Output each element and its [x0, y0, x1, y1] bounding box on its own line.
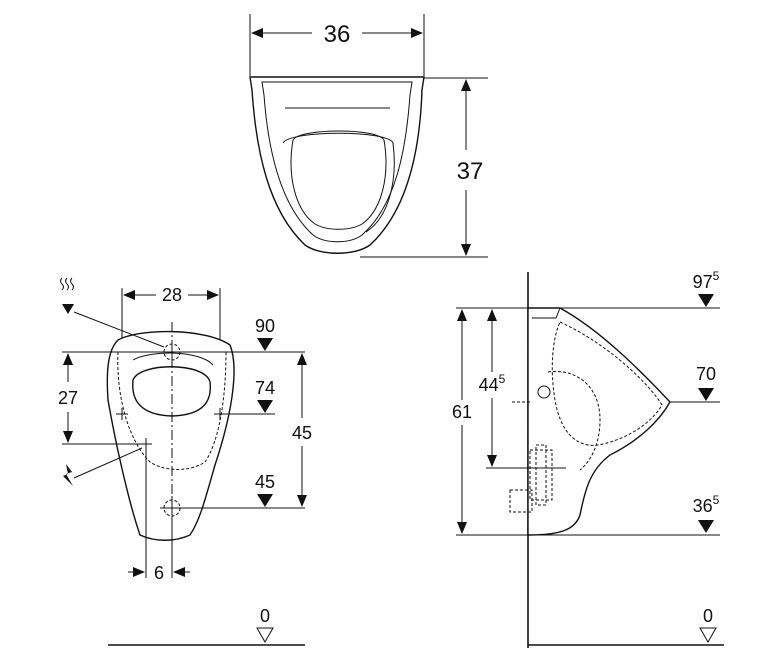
- width-28-label: 28: [162, 285, 182, 305]
- urinal-side-top-edge: [532, 307, 561, 319]
- depth-37-label: 37: [457, 158, 484, 185]
- floor-0-label: 0: [260, 606, 270, 626]
- level-74-label: 74: [255, 378, 275, 398]
- height-61-label: 61: [452, 402, 472, 422]
- front-view: 28 27 45 90 7: [58, 277, 312, 646]
- level-45-label: 45: [255, 472, 275, 492]
- hidden-bowl-contour: [117, 351, 227, 470]
- water-inlet-side: [537, 385, 551, 399]
- siphon-pipe: [529, 449, 553, 501]
- floor-level-marker-side: [699, 627, 717, 644]
- electric-supply-icon: [63, 464, 73, 486]
- level-97-5-label: 975: [693, 269, 720, 292]
- width-36-label: 36: [324, 21, 351, 48]
- level-marker-45: [257, 494, 273, 507]
- urinal-top-inner-rim: [261, 81, 413, 243]
- water-leader-line: [73, 311, 165, 348]
- urinal-bowl-opening: [290, 130, 387, 230]
- water-supply-icon: [60, 277, 74, 314]
- urinal-front-rim: [132, 352, 214, 366]
- level-36-5-label: 365: [693, 493, 720, 516]
- urinal-side-outline: [527, 307, 671, 536]
- floor-level-marker: [256, 627, 274, 644]
- level-marker-97-5: [698, 294, 714, 307]
- siphon-inner: [535, 444, 547, 506]
- level-marker-70: [698, 388, 714, 401]
- level-marker-36-5: [698, 520, 714, 533]
- waste-connection: [509, 489, 533, 513]
- hidden-trap-contour: [547, 370, 601, 471]
- urinal-front-opening: [132, 366, 212, 417]
- height-27-label: 27: [58, 388, 78, 408]
- side-view: 61 445 975 70 365 0: [452, 269, 724, 648]
- level-90-label: 90: [255, 316, 275, 336]
- urinal-front-outline: [106, 330, 235, 541]
- top-view: 36 37: [249, 14, 488, 258]
- offset-6-label: 6: [154, 563, 164, 583]
- power-leader-line: [73, 447, 143, 479]
- urinal-bowl-rim: [282, 132, 395, 233]
- level-70-label: 70: [696, 364, 716, 384]
- level-marker-74: [257, 400, 273, 413]
- height-44-5-label: 445: [479, 372, 506, 395]
- urinal-top-outline: [249, 76, 425, 254]
- height-45-label: 45: [292, 423, 312, 443]
- level-marker-90: [257, 338, 273, 351]
- floor-0-label-side: 0: [703, 606, 713, 626]
- hidden-bowl-contour-side: [551, 321, 663, 446]
